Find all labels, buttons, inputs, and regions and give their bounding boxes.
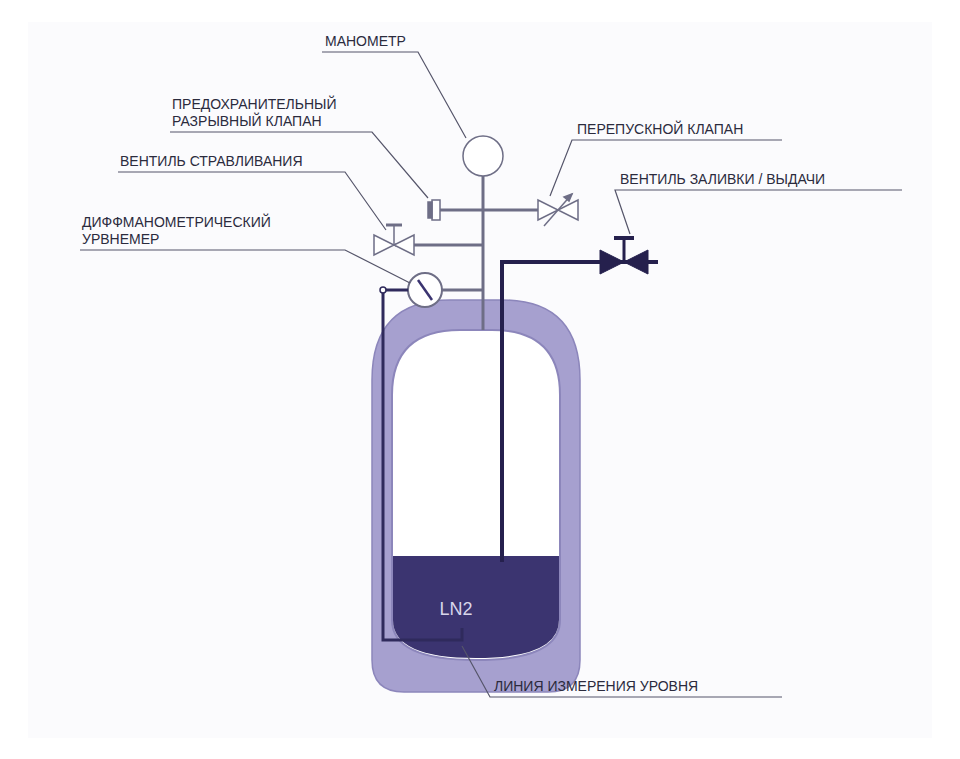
level-tap [380, 287, 386, 293]
rupture-disc-cap [428, 202, 432, 218]
inner-vessel [392, 330, 560, 660]
liquid-label: LN2 [439, 598, 472, 620]
liquid-nitrogen [393, 556, 559, 658]
level-gauge-label: ДИФФМАНОМЕТРИЧЕСКИЙ УРВНЕМЕР [82, 214, 322, 248]
rupture-valve-label: ПРЕДОХРАНИТЕЛЬНЫЙ РАЗРЫВНЫЙ КЛАПАН [172, 96, 372, 130]
manometer [463, 136, 503, 176]
bypass-valve-label: ПЕРЕПУСКНОЙ КЛАПАН [577, 121, 743, 138]
fill-pipe [502, 262, 658, 562]
rupture-disc [432, 200, 440, 220]
outer-vessel [372, 300, 580, 692]
background-panel [28, 22, 932, 738]
fill-valve [600, 238, 648, 274]
gas-piping [395, 176, 540, 330]
release-valve [374, 225, 414, 255]
level-line-label: ЛИНИЯ ИЗМЕРЕНИЯ УРОВНЯ [494, 678, 698, 695]
level-line [383, 290, 462, 640]
release-valve-label: ВЕНТИЛЬ СТРАВЛИВАНИЯ [120, 153, 303, 170]
manometer-label: МАНОМЕТР [325, 33, 406, 50]
level-gauge [408, 273, 442, 307]
bypass-valve [538, 194, 578, 226]
leader-lines [80, 52, 902, 697]
fittings [428, 136, 503, 220]
fill-valve-label: ВЕНТИЛЬ ЗАЛИВКИ / ВЫДАЧИ [620, 171, 825, 188]
